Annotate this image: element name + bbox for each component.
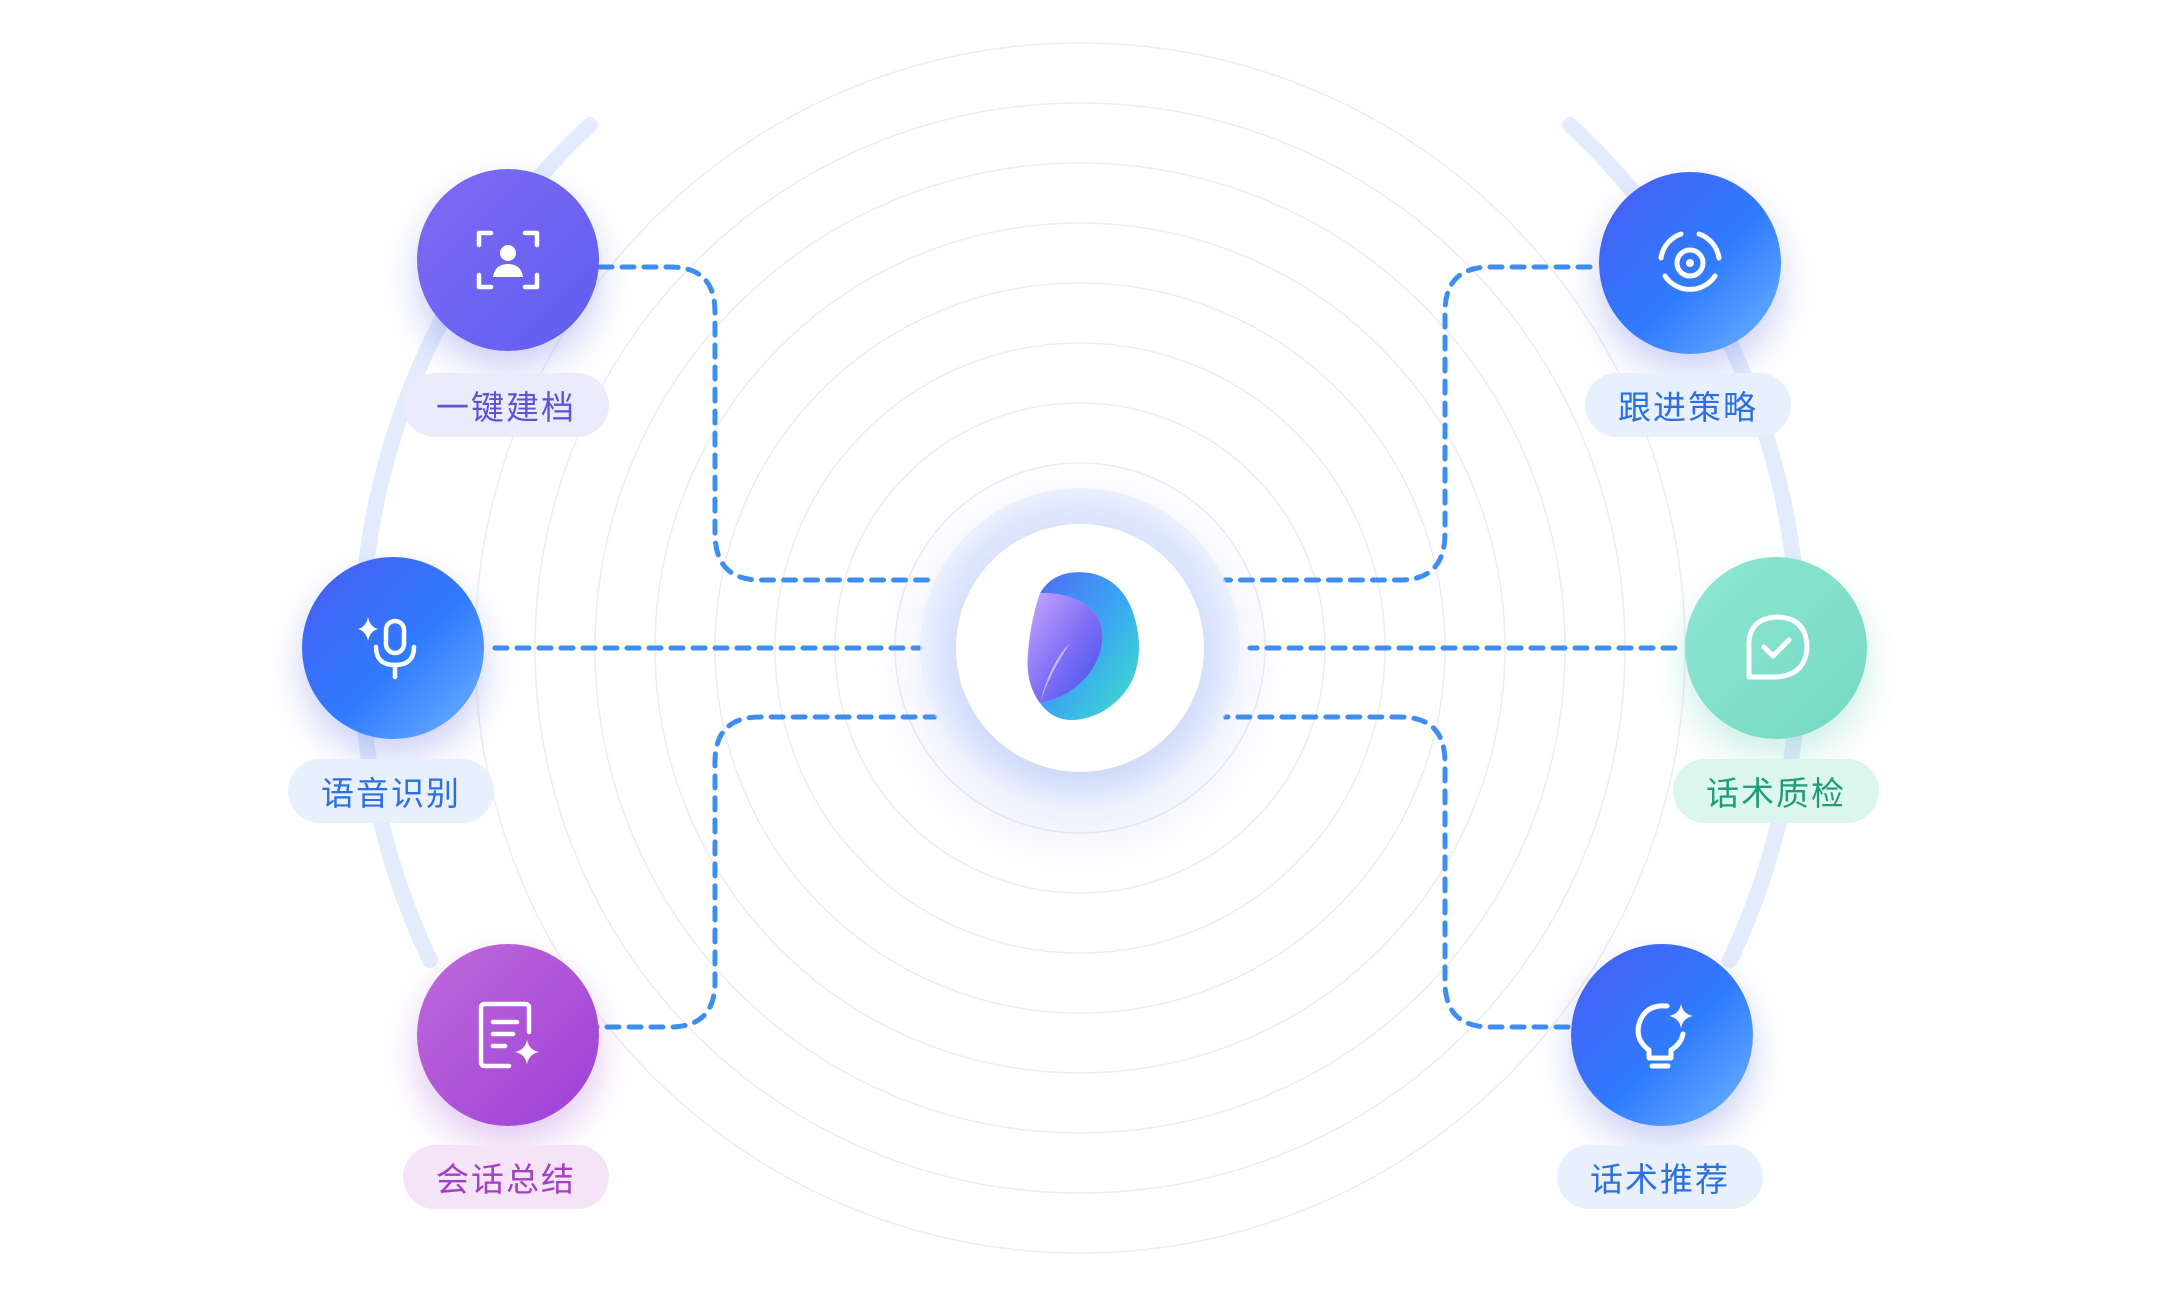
speech-recognition-node[interactable] <box>302 557 484 739</box>
connector-conversation-summary <box>582 714 938 1030</box>
connector-script-recommendation <box>1222 714 1593 1030</box>
bulb-sparkle-icon <box>1635 1003 1693 1069</box>
app-logo-icon <box>1027 572 1139 721</box>
script-qa-node[interactable] <box>1685 557 1867 739</box>
connector-follow-up-strategy <box>1222 264 1593 583</box>
connector-one-click-profile <box>597 264 938 583</box>
conversation-summary-node[interactable] <box>417 944 599 1126</box>
center-hub <box>956 524 1204 772</box>
script-qa-label: 话术质检 <box>1673 759 1879 823</box>
sparkle-mic-icon <box>358 617 417 680</box>
follow-up-strategy-label: 跟进策略 <box>1585 373 1791 437</box>
connectors <box>492 264 1678 1030</box>
speech-recognition-label: 语音识别 <box>288 759 494 823</box>
target-icon <box>1658 231 1722 292</box>
follow-up-strategy-node[interactable] <box>1599 172 1781 354</box>
doc-sparkle-icon <box>478 1001 539 1069</box>
user-scan-icon <box>476 230 540 290</box>
script-recommendation-label: 话术推荐 <box>1557 1145 1763 1209</box>
one-click-profile-node[interactable] <box>417 169 599 351</box>
conversation-summary-label: 会话总结 <box>403 1145 609 1209</box>
one-click-profile-label: 一键建档 <box>403 373 609 437</box>
chat-check-icon <box>1746 614 1810 680</box>
script-recommendation-node[interactable] <box>1571 944 1753 1126</box>
